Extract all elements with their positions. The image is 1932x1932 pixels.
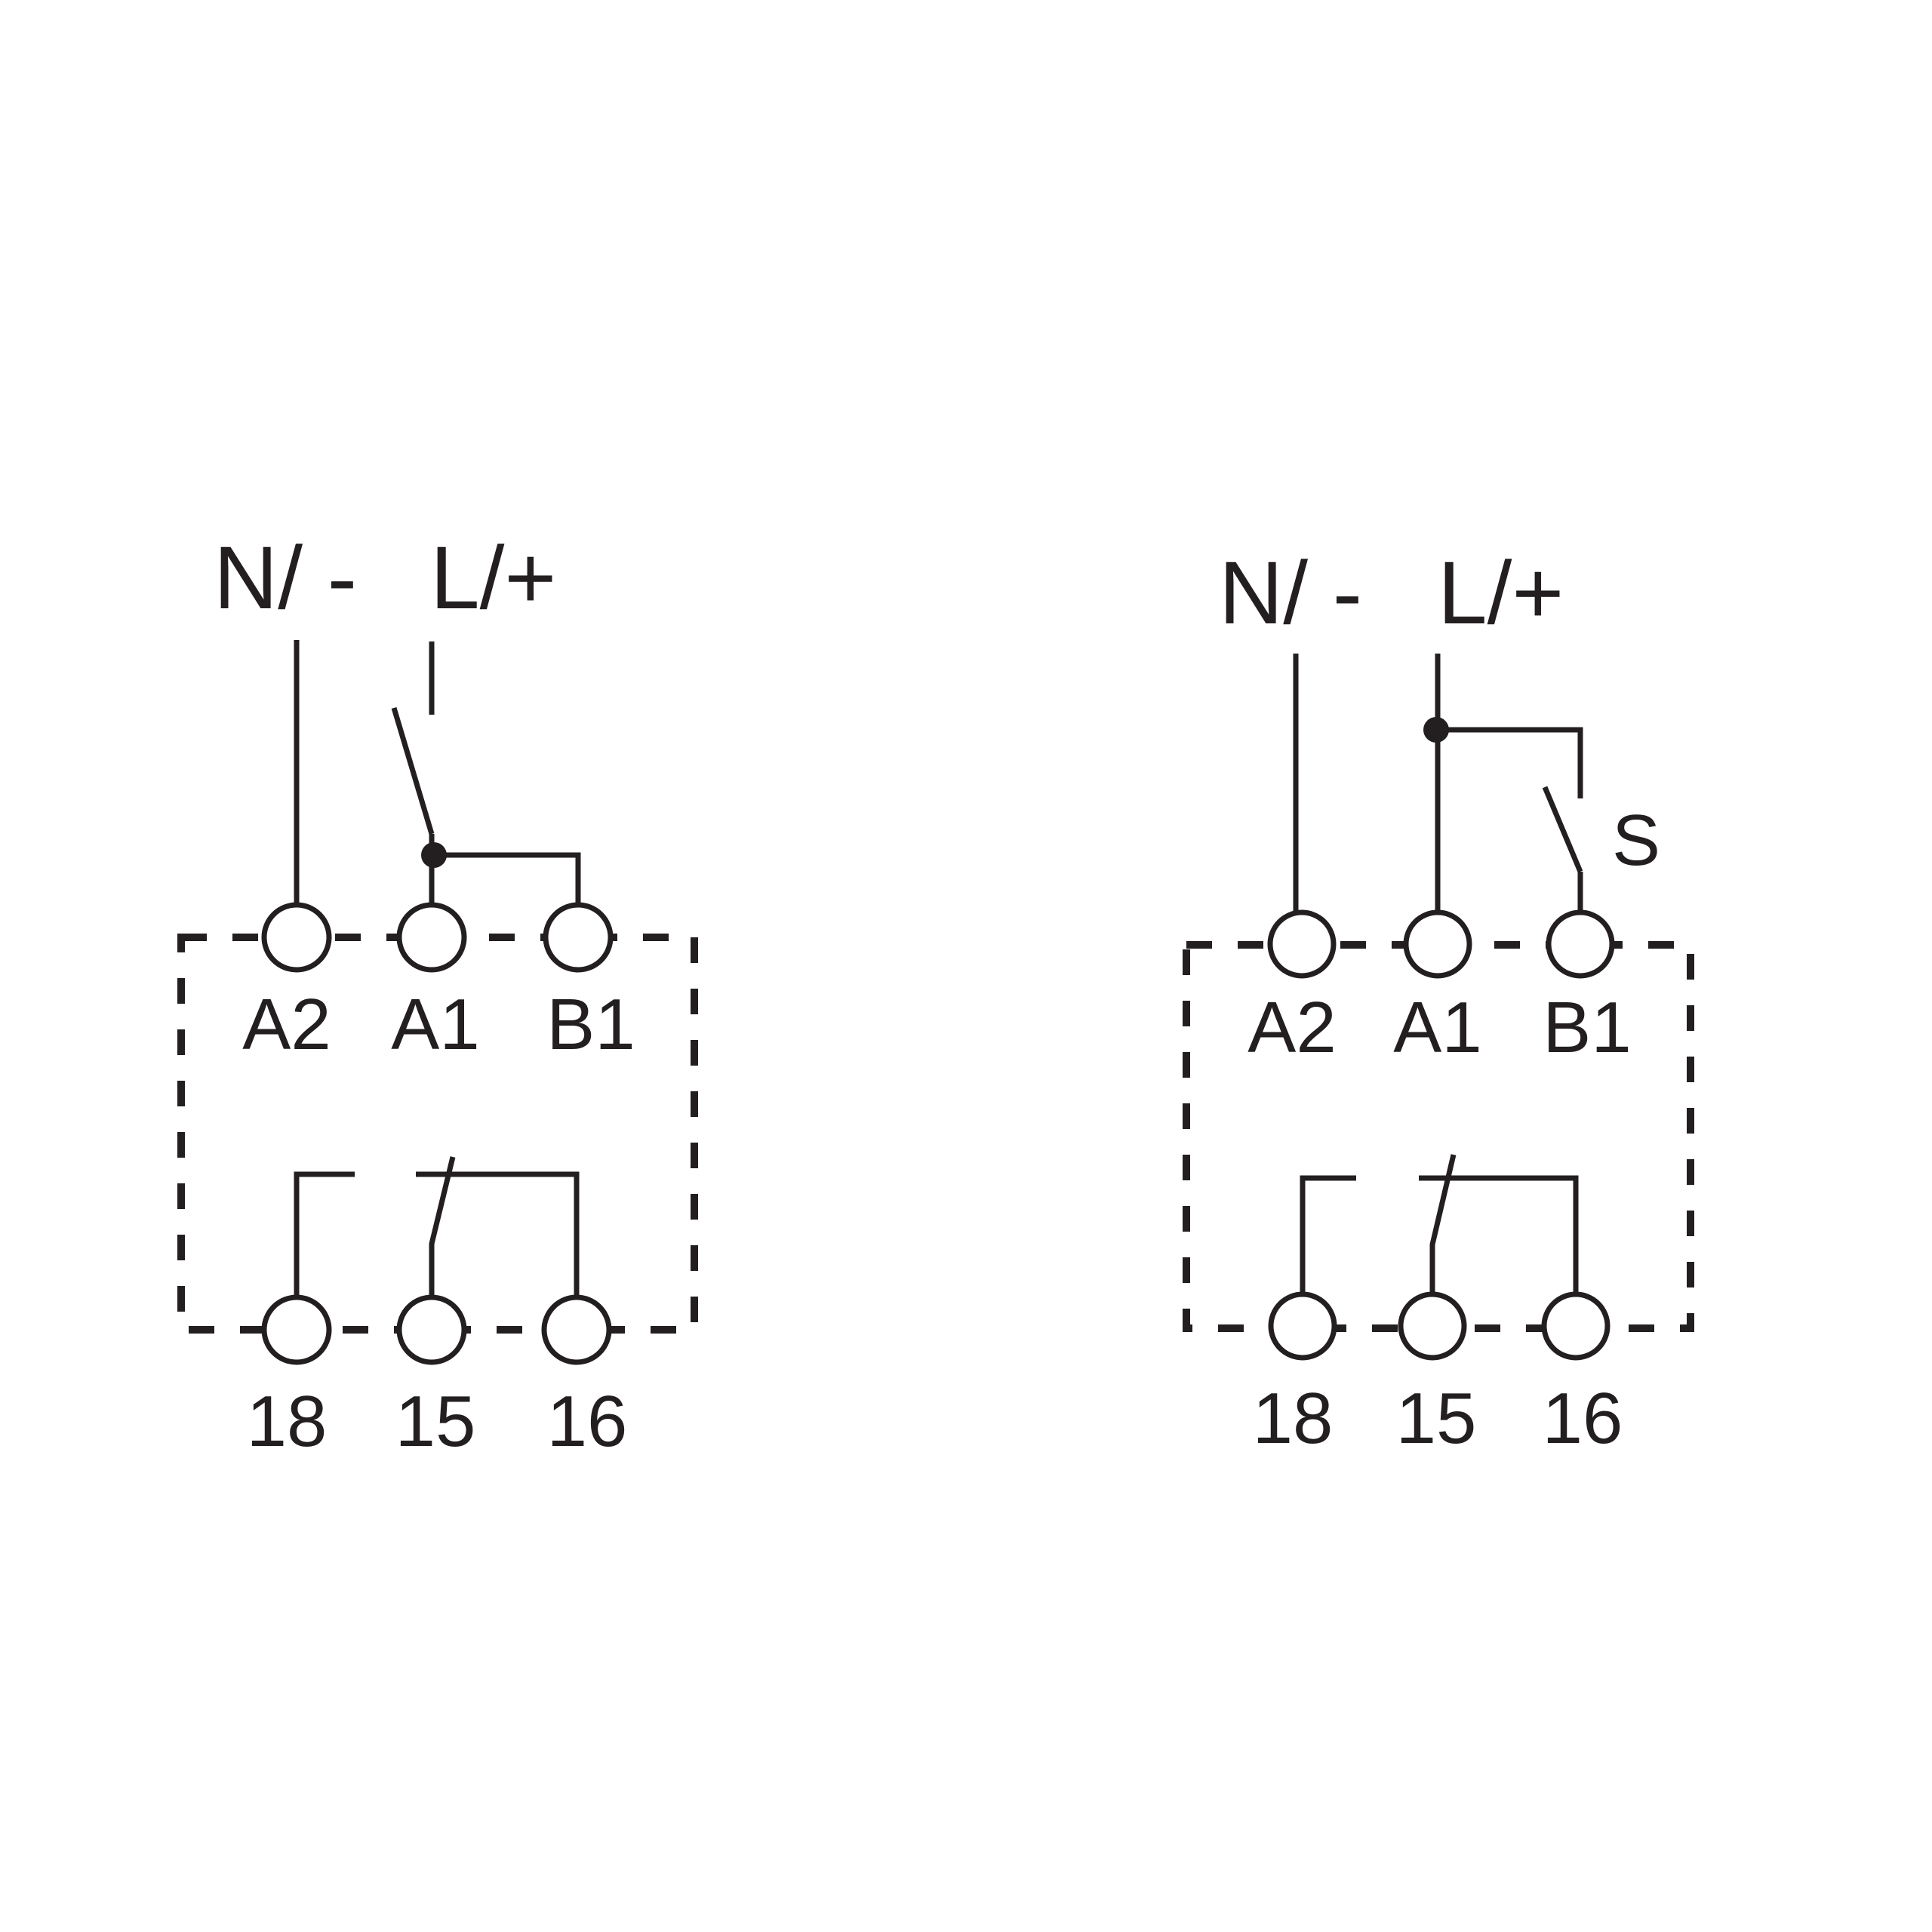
terminal-a2: [261, 902, 332, 973]
line-supply-label: L/+: [430, 528, 556, 628]
terminal-a2: [1267, 909, 1337, 979]
contact-16-wire: [1419, 1175, 1579, 1294]
terminal-label-b1: B1: [1543, 987, 1631, 1068]
diagram-left: N/ - L/+ A2 A1 B1 18 15 16: [177, 528, 698, 1462]
junction-dot: [421, 842, 447, 868]
terminal-label-b1: B1: [546, 984, 635, 1065]
terminal-label-18: 18: [1253, 1378, 1334, 1459]
control-switch-blade: [391, 706, 435, 835]
terminal-label-16: 16: [547, 1381, 628, 1462]
contact-18-wire: [1300, 1175, 1356, 1294]
terminal-18: [261, 1294, 332, 1365]
terminal-label-a1: A1: [391, 984, 479, 1065]
contact-16-wire: [416, 1171, 580, 1295]
terminal-15: [1398, 1291, 1467, 1361]
switch-label: S: [1612, 800, 1660, 881]
neutral-supply-label: N/ -: [214, 528, 357, 628]
contact-15-blade: [1429, 1154, 1457, 1294]
switch-s-blade: [1542, 786, 1583, 873]
terminal-label-a2: A2: [242, 984, 331, 1065]
terminal-18: [1268, 1291, 1337, 1361]
device-housing: [1183, 941, 1694, 1332]
terminal-label-a2: A2: [1247, 987, 1336, 1068]
terminal-label-15: 15: [395, 1381, 476, 1462]
contact-15-blade: [429, 1156, 456, 1295]
terminal-a1: [1403, 909, 1472, 979]
switch-feed-wire: [1438, 727, 1583, 798]
diagram-right: N/ - L/+ S A2 A1 B1 18 15 16: [1183, 543, 1694, 1459]
terminal-label-18: 18: [247, 1381, 328, 1462]
neutral-supply-label: N/ -: [1219, 543, 1362, 643]
terminal-label-16: 16: [1543, 1378, 1623, 1459]
terminal-a1: [396, 902, 467, 973]
b1-bridge-wire: [434, 852, 581, 903]
line-supply-label: L/+: [1438, 543, 1564, 643]
terminal-b1: [1546, 909, 1615, 979]
contact-18-wire: [294, 1171, 355, 1295]
junction-dot: [1423, 717, 1449, 743]
terminal-15: [396, 1294, 467, 1365]
terminal-b1: [543, 902, 614, 973]
terminal-label-15: 15: [1396, 1378, 1477, 1459]
terminal-16: [541, 1294, 612, 1365]
terminal-16: [1541, 1291, 1611, 1361]
device-housing: [177, 934, 698, 1334]
terminal-label-a1: A1: [1393, 987, 1481, 1068]
